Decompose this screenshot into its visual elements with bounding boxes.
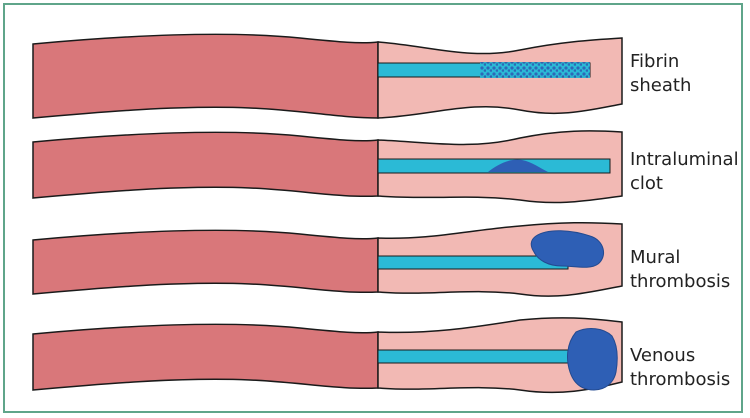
- label-intraluminal-clot: Intraluminal clot: [630, 148, 745, 196]
- label-fibrin-sheath: Fibrin sheath: [630, 50, 745, 98]
- label-mural-thrombosis: Mural thrombosis: [630, 246, 745, 294]
- vessel-proximal: [33, 34, 378, 118]
- label-line: Intraluminal: [630, 148, 745, 172]
- vessel-proximal: [33, 132, 378, 198]
- label-line: Fibrin: [630, 50, 745, 74]
- vessel-proximal: [33, 230, 378, 294]
- panel-mural-thrombosis: [33, 223, 622, 296]
- vessel-proximal: [33, 324, 378, 390]
- venous-thrombus-blob: [568, 329, 618, 390]
- label-line: Venous: [630, 344, 745, 368]
- label-line: sheath: [630, 74, 745, 98]
- label-line: clot: [630, 172, 745, 196]
- fibrin-sheath-coat: [480, 62, 590, 78]
- label-line: Mural: [630, 246, 745, 270]
- panel-fibrin-sheath: [33, 34, 622, 118]
- panel-venous-thrombosis: [33, 318, 622, 393]
- catheter: [378, 350, 576, 363]
- label-line: thrombosis: [630, 270, 745, 294]
- label-venous-thrombosis: Venous thrombosis: [630, 344, 745, 392]
- panel-intraluminal-clot: [33, 131, 622, 203]
- label-line: thrombosis: [630, 368, 745, 392]
